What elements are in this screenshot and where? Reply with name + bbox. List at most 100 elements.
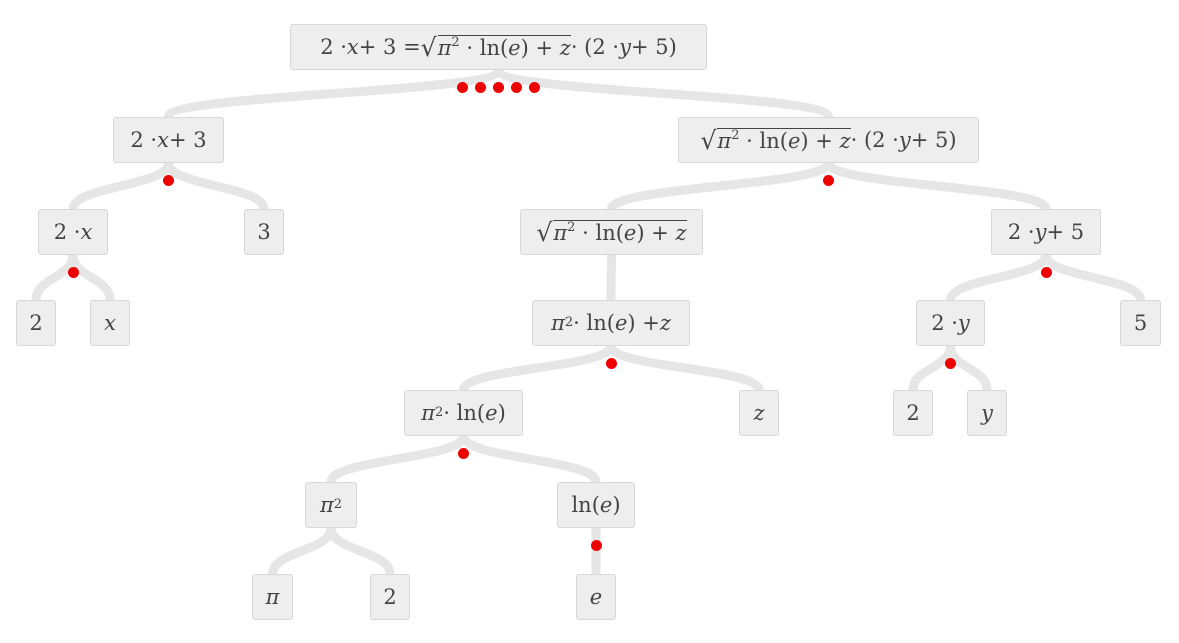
math-exponent: 2 — [567, 219, 576, 235]
operation-marker-dot[interactable] — [590, 540, 602, 551]
math-text: 3 — [257, 220, 271, 244]
sqrt-symbol: √ — [536, 217, 553, 247]
math-exponent: 2 — [451, 34, 460, 50]
edge-twox-two_a — [31, 250, 78, 305]
math-text: ) + — [636, 220, 676, 245]
math-variable: π — [265, 585, 280, 609]
math-exponent: 2 — [731, 127, 740, 143]
math-text: ) + — [627, 311, 660, 335]
operation-marker-dot[interactable] — [457, 82, 468, 93]
operation-marker-dot[interactable] — [529, 82, 540, 93]
node-twox[interactable]: 2 · x — [38, 209, 108, 255]
math-text: ) + — [520, 35, 560, 60]
math-text: + 3 — [168, 128, 207, 152]
node-z_leaf[interactable]: z — [739, 390, 779, 436]
math-variable: e — [589, 585, 603, 609]
math-text: 2 · — [1007, 220, 1035, 244]
math-variable: π — [437, 35, 452, 60]
math-text: 5 — [1133, 311, 1148, 335]
math-variable: z — [659, 311, 671, 335]
math-text: · (2 · — [570, 35, 620, 59]
node-root[interactable]: 2 · x + 3 = √π2 · ln(e) + z · (2 · y + 5… — [290, 24, 707, 70]
math-variable: e — [623, 220, 637, 245]
math-text: · ln( — [573, 311, 615, 335]
math-variable: e — [599, 493, 613, 517]
edge-sqrtn-inner — [606, 250, 616, 305]
node-e_leaf[interactable]: e — [576, 574, 616, 620]
sqrt-expression: √π2 · ln(e) + z — [700, 125, 851, 155]
math-text: · ln( — [459, 35, 509, 60]
math-text: ) — [497, 401, 506, 425]
math-variable: π — [551, 311, 565, 335]
operation-marker-dot[interactable] — [493, 82, 504, 93]
math-variable: π — [421, 401, 436, 425]
math-text: 2 · — [320, 35, 347, 59]
node-five[interactable]: 5 — [1120, 300, 1161, 346]
operation-marker-dot[interactable] — [511, 82, 522, 93]
edge-pi2ln-lne — [459, 431, 601, 487]
edge-twoy-y_leaf — [946, 341, 992, 395]
edge-lhs-three — [164, 158, 269, 214]
math-text: ) + — [800, 128, 840, 153]
node-x_leaf[interactable]: x — [90, 300, 130, 346]
operation-marker-dot[interactable] — [605, 358, 617, 369]
node-sqrtn[interactable]: √π2 · ln(e) + z — [520, 209, 703, 255]
math-text: + 5) — [630, 35, 677, 59]
operation-marker-dot[interactable] — [67, 267, 79, 278]
operation-marker-dot[interactable] — [475, 82, 486, 93]
radicand: π2 · ln(e) + z — [553, 219, 687, 245]
edge-inner-pi2ln — [459, 341, 616, 395]
math-variable: y — [898, 128, 911, 152]
math-variable: e — [508, 35, 521, 60]
math-text: · ln( — [739, 128, 788, 153]
operation-marker-dot[interactable] — [823, 175, 834, 186]
math-text: 2 — [383, 585, 397, 609]
math-variable: e — [614, 311, 628, 335]
sqrt-symbol: √ — [700, 125, 717, 155]
radicand: π2 · ln(e) + z — [437, 34, 571, 60]
math-variable: x — [157, 128, 169, 152]
node-twoy5[interactable]: 2 · y + 5 — [991, 209, 1101, 255]
math-text: 2 · — [53, 220, 81, 244]
math-variable: y — [957, 311, 970, 335]
math-variable: e — [787, 128, 801, 153]
node-lne[interactable]: ln(e) — [557, 482, 635, 528]
node-twoy[interactable]: 2 · y — [916, 300, 985, 346]
operation-marker-dot[interactable] — [163, 175, 174, 186]
math-variable: x — [346, 35, 359, 59]
node-three[interactable]: 3 — [244, 209, 284, 255]
math-text: 2 — [29, 311, 43, 335]
node-y_leaf[interactable]: y — [967, 390, 1007, 436]
math-text: 2 · — [931, 311, 958, 335]
math-variable: x — [80, 220, 93, 244]
operation-marker-dot[interactable] — [1040, 267, 1052, 278]
math-text: · ln( — [575, 220, 624, 245]
math-variable: z — [839, 128, 851, 153]
edge-twoy-two_b — [908, 341, 955, 395]
math-variable: z — [559, 35, 571, 60]
edge-twoy5-twoy — [946, 250, 1051, 305]
node-two_a[interactable]: 2 — [16, 300, 56, 346]
math-variable: π — [553, 220, 568, 245]
node-rhs[interactable]: √π2 · ln(e) + z · (2 · y + 5) — [678, 117, 979, 163]
math-text: + 5 — [1046, 220, 1085, 244]
operation-marker-dot[interactable] — [458, 448, 469, 459]
operation-marker-dot[interactable] — [945, 358, 956, 369]
node-two_c[interactable]: 2 — [370, 574, 410, 620]
math-variable: π — [319, 493, 334, 517]
edge-inner-z_leaf — [606, 341, 764, 395]
edge-root-lhs — [164, 65, 503, 122]
math-variable: π — [717, 128, 732, 153]
radicand: π2 · ln(e) + z — [717, 127, 851, 153]
node-two_b[interactable]: 2 — [893, 390, 933, 436]
math-text: · (2 · — [850, 128, 899, 152]
node-pi_leaf[interactable]: π — [252, 574, 293, 620]
edge-pi2-two_c — [326, 523, 395, 579]
math-variable: e — [485, 401, 498, 425]
node-lhs[interactable]: 2 · x + 3 — [113, 117, 224, 163]
